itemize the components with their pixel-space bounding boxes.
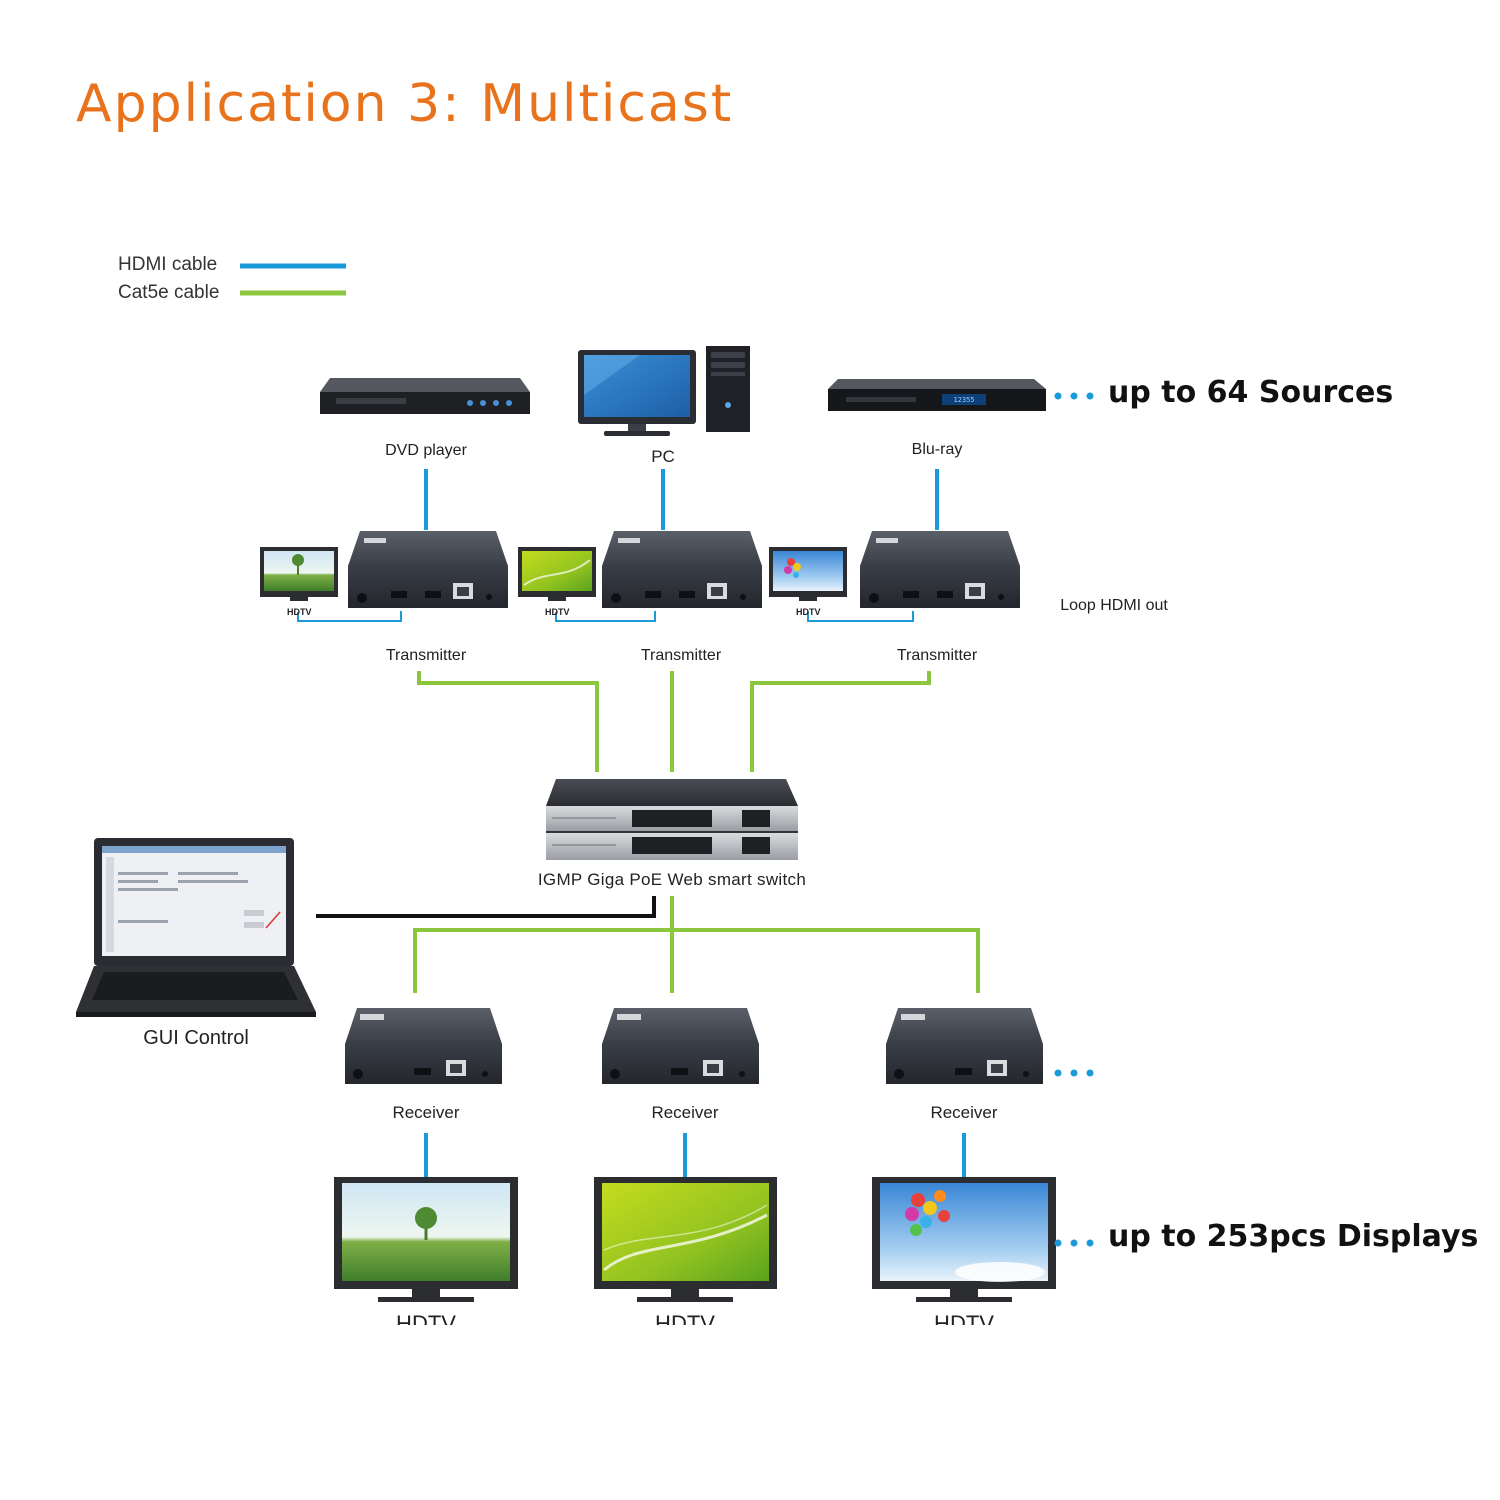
transmitter-3-label: Transmitter bbox=[896, 647, 978, 664]
loop-hdmi-cable-3 bbox=[807, 611, 914, 622]
loop-hdtv-3-icon bbox=[769, 547, 847, 601]
transmitter-1-device bbox=[348, 531, 508, 608]
receiver-3-device bbox=[886, 1008, 1043, 1084]
control-cable bbox=[316, 896, 656, 918]
cat5e-receiver-bus bbox=[413, 928, 980, 993]
switch-label: IGMP Giga PoE Web smart switch bbox=[537, 870, 807, 889]
loop-hdtv-3-label: HDTV bbox=[796, 607, 821, 617]
dvd-player-label: DVD player bbox=[385, 442, 467, 459]
pc-icon bbox=[578, 346, 750, 436]
sources-ellipsis-dots bbox=[1054, 392, 1094, 400]
receiver-3-label: Receiver bbox=[930, 1103, 998, 1122]
legend-cat5e-label: Cat5e cable bbox=[118, 282, 220, 303]
loop-hdmi-cable-1 bbox=[297, 611, 402, 622]
bluray-label: Blu-ray bbox=[911, 441, 963, 458]
loop-hdmi-cable-2 bbox=[555, 611, 656, 622]
hdtv-display-3-label: HDTV bbox=[934, 1313, 994, 1325]
hdtv-display-2-icon bbox=[594, 1177, 777, 1302]
transmitter-2-device bbox=[602, 531, 762, 608]
cat5e-cable-tx3 bbox=[750, 671, 931, 772]
network-switch-icon bbox=[546, 779, 798, 860]
receiver-1-label: Receiver bbox=[392, 1103, 460, 1122]
transmitter-2-label: Transmitter bbox=[640, 647, 722, 664]
receivers-ellipsis-dots bbox=[1054, 1069, 1094, 1077]
transmitter-1-label: Transmitter bbox=[385, 647, 467, 664]
hdtv-display-2-label: HDTV bbox=[655, 1313, 715, 1325]
loop-hdtv-1-label: HDTV bbox=[287, 607, 312, 617]
receiver-2-device bbox=[602, 1008, 759, 1084]
displays-ellipsis-dots bbox=[1054, 1239, 1094, 1247]
hdtv-display-1-label: HDTV bbox=[396, 1313, 456, 1325]
loop-hdmi-out-label: Loop HDMI out bbox=[1060, 597, 1168, 614]
page-title: Application 3: Multicast bbox=[76, 74, 734, 134]
transmitter-3-device bbox=[860, 531, 1020, 608]
pc-label: PC bbox=[651, 447, 675, 466]
hdtv-display-3-icon bbox=[872, 1177, 1056, 1302]
receiver-2-label: Receiver bbox=[651, 1103, 719, 1122]
loop-hdtv-2-label: HDTV bbox=[545, 607, 570, 617]
gui-control-label: GUI Control bbox=[143, 1027, 249, 1049]
bluray-display-text: 12355 bbox=[953, 396, 974, 404]
sources-callout: up to 64 Sources bbox=[1108, 375, 1394, 410]
displays-callout: up to 253pcs Displays bbox=[1108, 1219, 1479, 1254]
receiver-1-device bbox=[345, 1008, 502, 1084]
legend-hdmi-label: HDMI cable bbox=[118, 254, 218, 275]
hdtv-display-1-icon bbox=[334, 1177, 518, 1302]
bluray-player-icon bbox=[828, 379, 1046, 411]
loop-hdtv-2-icon bbox=[518, 547, 596, 601]
cat5e-cable-tx1 bbox=[417, 671, 599, 772]
laptop-icon bbox=[76, 838, 316, 1017]
loop-hdtv-1-icon bbox=[260, 547, 338, 601]
dvd-player-icon bbox=[320, 378, 530, 414]
